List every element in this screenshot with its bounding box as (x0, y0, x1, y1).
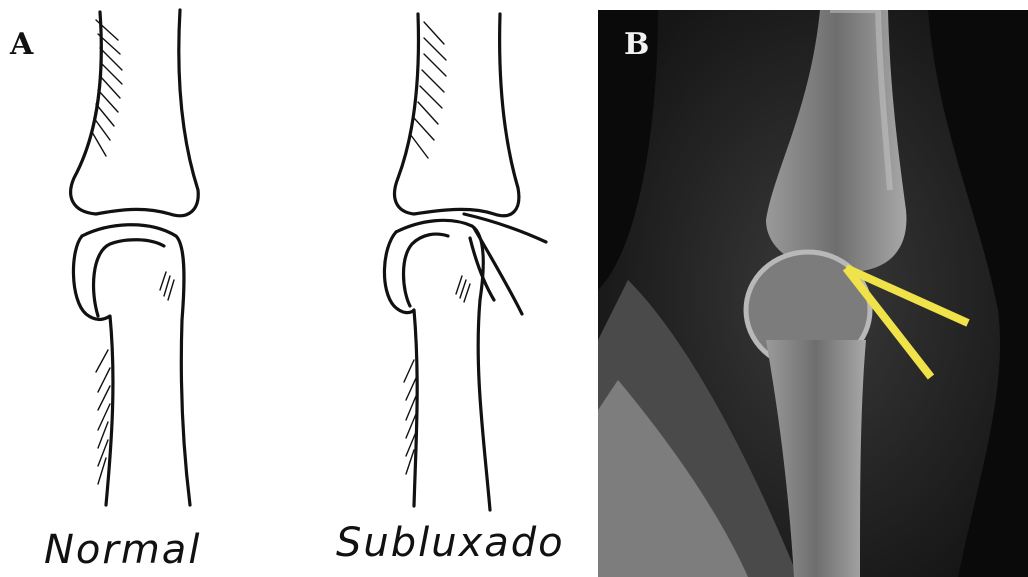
label-subluxated: Subluxado (336, 523, 565, 563)
subluxated-proximal-bone (395, 14, 519, 216)
panel-letter-a: A (10, 30, 33, 60)
panel-a-drawings: A Normal Subluxado (0, 0, 598, 577)
panel-b-xray: B (598, 10, 1028, 577)
panel-letter-b: B (624, 30, 649, 60)
label-normal: Normal (44, 530, 201, 570)
normal-proximal-bone (71, 10, 199, 216)
xray-image (598, 10, 1028, 577)
normal-hatching (92, 20, 174, 484)
normal-distal-bone (73, 225, 190, 505)
joint-sketches (0, 0, 598, 577)
subluxated-hatching (404, 22, 470, 474)
